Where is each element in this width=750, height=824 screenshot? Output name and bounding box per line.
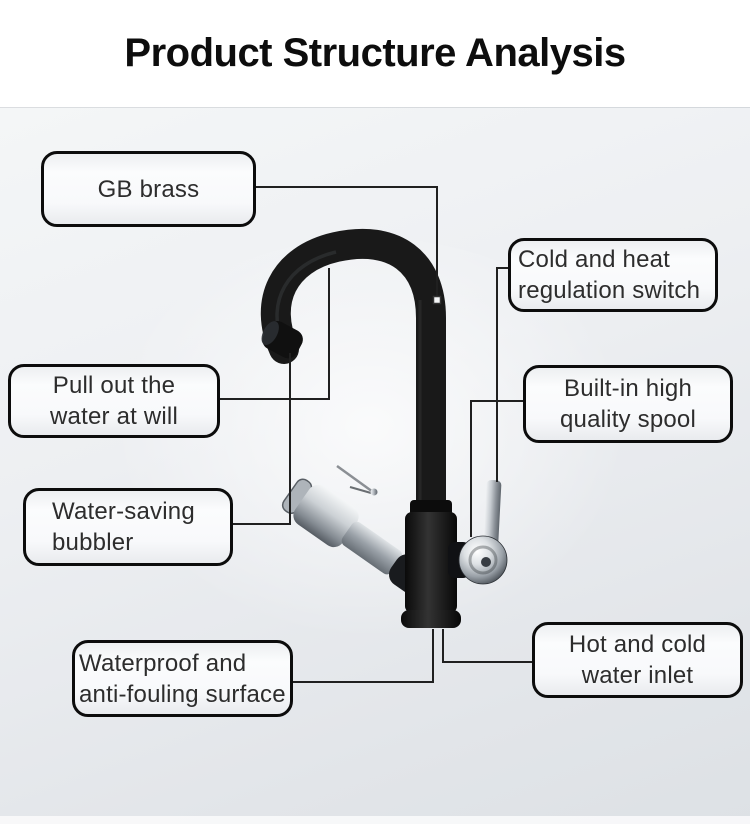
callout-text: anti-fouling surface bbox=[79, 680, 286, 708]
square-marker-gb-brass bbox=[432, 295, 442, 305]
gooseneck-spout bbox=[260, 228, 446, 521]
callout-text: quality spool bbox=[559, 406, 697, 433]
callout-text: Water-saving bbox=[52, 498, 195, 525]
connector-bubbler bbox=[233, 353, 291, 525]
valve-cap-ring bbox=[468, 545, 498, 575]
callout-waterproof: Waterproof and anti-fouling surface bbox=[72, 640, 293, 717]
callout-inlet: Hot and cold water inlet bbox=[532, 622, 743, 698]
faucet-illustration bbox=[260, 228, 508, 628]
connector-spool bbox=[470, 400, 524, 537]
callout-text: bubbler bbox=[52, 529, 134, 556]
spray-trigger-wire-2 bbox=[349, 486, 372, 494]
callout-text: Waterproof and bbox=[79, 649, 247, 677]
handle-lever bbox=[483, 479, 502, 549]
connector-waterproof bbox=[292, 629, 434, 683]
spray-trigger-knob bbox=[370, 488, 378, 496]
bottom-light-strip bbox=[0, 816, 750, 824]
spray-trigger-wire bbox=[336, 464, 374, 494]
callout-text: Pull out the bbox=[52, 372, 176, 399]
callout-bubbler: Water-saving bubbler bbox=[23, 488, 233, 566]
callout-text: water at will bbox=[50, 403, 178, 430]
spout-tip bbox=[261, 321, 303, 359]
callout-text: Built-in high bbox=[563, 375, 692, 402]
connector-cold-heat bbox=[496, 267, 508, 482]
callout-gb-brass: GB brass bbox=[41, 151, 256, 227]
callout-text: regulation switch bbox=[518, 277, 701, 304]
callout-text: Hot and cold bbox=[568, 631, 707, 658]
callout-text: GB brass bbox=[97, 175, 200, 203]
callout-cold-heat-switch: Cold and heat regulation switch bbox=[508, 238, 718, 312]
spray-head-body bbox=[293, 484, 359, 548]
connector-pull-out bbox=[220, 268, 330, 400]
callout-pull-out: Pull out the water at will bbox=[8, 364, 220, 438]
faucet-base-flange bbox=[401, 610, 461, 628]
callout-text: water inlet bbox=[581, 662, 694, 689]
valve-cap-center bbox=[481, 557, 491, 567]
callout-spool: Built-in high quality spool bbox=[523, 365, 733, 443]
connector-inlet bbox=[442, 629, 533, 663]
title-bar: Product Structure Analysis bbox=[0, 0, 750, 107]
faucet-body bbox=[405, 512, 457, 613]
connector-gb-brass bbox=[256, 186, 438, 300]
callout-text: Cold and heat bbox=[518, 246, 671, 273]
connector-lines bbox=[220, 186, 533, 683]
page-title: Product Structure Analysis bbox=[124, 31, 626, 75]
spray-wand-neck bbox=[341, 521, 403, 575]
